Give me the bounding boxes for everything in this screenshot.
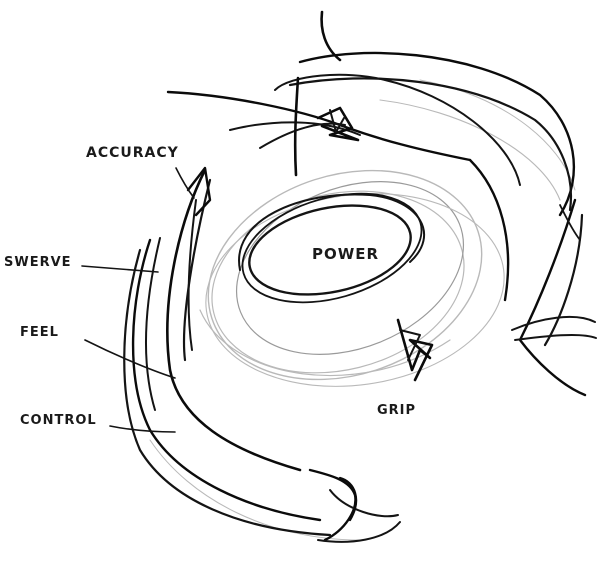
label-feel: FEEL <box>20 325 59 340</box>
top-swirl-arm <box>166 10 576 217</box>
pencil-guide-loops <box>149 79 576 541</box>
label-power: POWER <box>312 245 379 263</box>
label-grip: GRIP <box>377 403 416 418</box>
right-swirl-arm <box>468 158 597 397</box>
label-accuracy: ACCURACY <box>86 145 179 161</box>
label-control: CONTROL <box>20 413 97 428</box>
label-swerve: SWERVE <box>4 255 72 270</box>
left-swirl-arm <box>123 166 401 543</box>
label-leader-lines <box>81 167 195 433</box>
power-core-loops <box>238 192 426 304</box>
grip-marker-scribble <box>396 318 434 382</box>
